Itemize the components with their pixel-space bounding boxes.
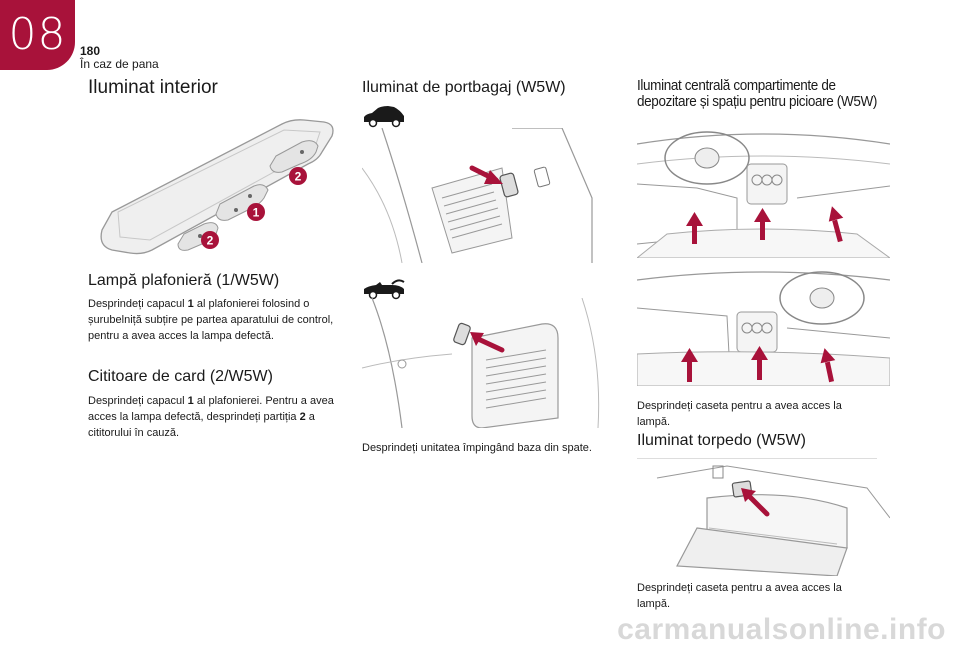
ref-number: 2 (299, 411, 306, 423)
boot-lighting-title: Iluminat de portbagaj (W5W) (362, 79, 566, 96)
text-part: Desprindeți capacul (88, 298, 188, 310)
callout-1 (247, 203, 265, 221)
storage-lighting-title: Iluminat centrală compartimente de depoz… (637, 78, 877, 110)
text-part: Desprindeți capacul (88, 395, 188, 407)
boot-lamp-figure-sedan (362, 128, 614, 263)
callout-2-top-label: 2 (295, 170, 302, 184)
ref-number: 1 (187, 395, 194, 407)
ceiling-lamp-center (215, 184, 269, 221)
page-number: 180 (80, 44, 101, 58)
watermark: carmanualsonline.info (617, 613, 946, 646)
dashboard-figure-rhd (637, 258, 890, 386)
glovebox-lamp-caption: Desprindeți caseta pentru a avea acces l… (637, 582, 842, 610)
glovebox-figure (637, 458, 890, 576)
title-line-2: depozitare și spațiu pentru picioare (W5… (637, 93, 877, 110)
card-reader-subtitle: Cititoare de card (2/W5W) (88, 368, 273, 385)
convertible-car-icon (362, 276, 406, 300)
ref-number: 1 (187, 298, 194, 310)
sedan-car-icon (362, 104, 406, 128)
arrow-icon (473, 335, 505, 353)
interior-lighting-title: Iluminat interior (88, 77, 218, 98)
arrow-icon (744, 491, 770, 517)
card-reader-right (269, 140, 319, 173)
boot-lamp-figure-convertible (362, 298, 614, 428)
ceiling-lamp-text: Desprindeți capacul 1 al plafonierei fol… (88, 296, 348, 344)
boot-lamp-caption: Desprindeți unitatea împingând baza din … (362, 442, 592, 454)
storage-lamp-caption: Desprindeți caseta pentru a avea acces l… (637, 400, 842, 428)
ceiling-lamp-subtitle: Lampă plafonieră (1/W5W) (88, 272, 280, 289)
callout-2-bottom (201, 231, 219, 249)
callout-2-bottom-label: 2 (207, 234, 214, 248)
text-part: a cititorului în cauză. (88, 411, 315, 439)
callout-1-label: 1 (253, 206, 260, 220)
text-part: al plafonierei. Pentru a avea acces la l… (88, 395, 334, 423)
chapter-tab: 08 (0, 0, 75, 70)
ceiling-lamp-figure: 2 1 2 (92, 112, 342, 262)
text-part: al plafonierei folosind o șurubelniță su… (88, 298, 334, 342)
callout-2-top (289, 167, 307, 185)
card-reader-text: Desprindeți capacul 1 al plafonierei. Pe… (88, 393, 338, 441)
dashboard-figure-lhd (637, 124, 890, 258)
glovebox-lighting-title: Iluminat torpedo (W5W) (637, 432, 806, 449)
title-line-1: Iluminat centrală compartimente de (637, 77, 836, 94)
section-name: În caz de pana (80, 57, 159, 71)
